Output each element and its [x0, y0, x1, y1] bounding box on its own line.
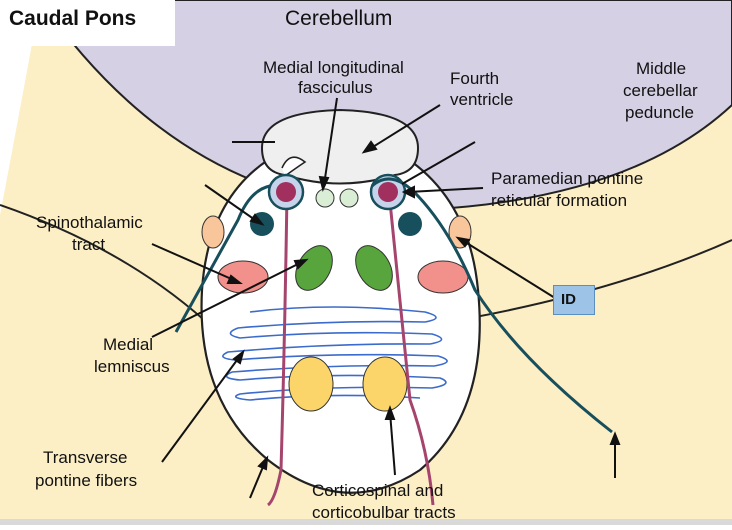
teal-nerve-left [174, 184, 271, 333]
bottom-bar [0, 519, 732, 525]
corticospinal-label-line1: Corticospinal and [312, 481, 443, 500]
id-label-box[interactable]: ID [553, 285, 595, 315]
peach-nucleus-left [201, 215, 225, 249]
spinothalamic-label-line1: Spinothalamic [36, 213, 143, 232]
purple-tract-left [266, 191, 289, 507]
spinothalamic-right [417, 260, 469, 294]
cerebellum-label: Cerebellum [285, 7, 392, 30]
pprf-label-line2: reticular formation [491, 191, 627, 210]
transverse-fibers-label-line2: pontine fibers [35, 471, 137, 490]
pprf-nucleus-left-inner [276, 182, 296, 202]
pprf-label-line1: Paramedian pontine [491, 169, 643, 188]
corticospinal-tract-right [362, 356, 408, 412]
mlf-label-line2: fasciculus [298, 78, 373, 97]
title-box [0, 0, 175, 46]
transverse-fibers-label-line1: Transverse [43, 448, 127, 467]
peduncle-outline [0, 204, 216, 331]
medial-lemniscus-right [355, 245, 393, 291]
medial-lemniscus-label-line1: Medial [103, 335, 153, 354]
fourth-ventricle-label-line2: ventricle [450, 90, 513, 109]
mcp-label-line3: peduncle [625, 103, 694, 122]
mlf-circle-right [339, 188, 359, 208]
corticospinal-label-line2: corticobulbar tracts [312, 503, 456, 522]
purple-tract-right [387, 191, 435, 506]
mcp-label-line1: Middle [636, 59, 686, 78]
pointer-lines [151, 97, 621, 499]
teal-nucleus-right [398, 212, 422, 236]
diagram-title: Caudal Pons [9, 7, 136, 30]
mlf-label-line1: Medial longitudinal [263, 58, 404, 77]
medial-lemniscus-label-line2: lemniscus [94, 357, 170, 376]
mlf-circle-left [315, 188, 335, 208]
corticospinal-tract-left [288, 356, 334, 412]
pprf-nucleus-right-inner [378, 182, 398, 202]
peduncle-outline-right [469, 239, 732, 319]
fourth-ventricle-label-line1: Fourth [450, 69, 499, 88]
mcp-label-line2: cerebellar [623, 81, 698, 100]
ventricle-notch [281, 156, 307, 177]
spinothalamic-label-line2: tract [72, 235, 105, 254]
